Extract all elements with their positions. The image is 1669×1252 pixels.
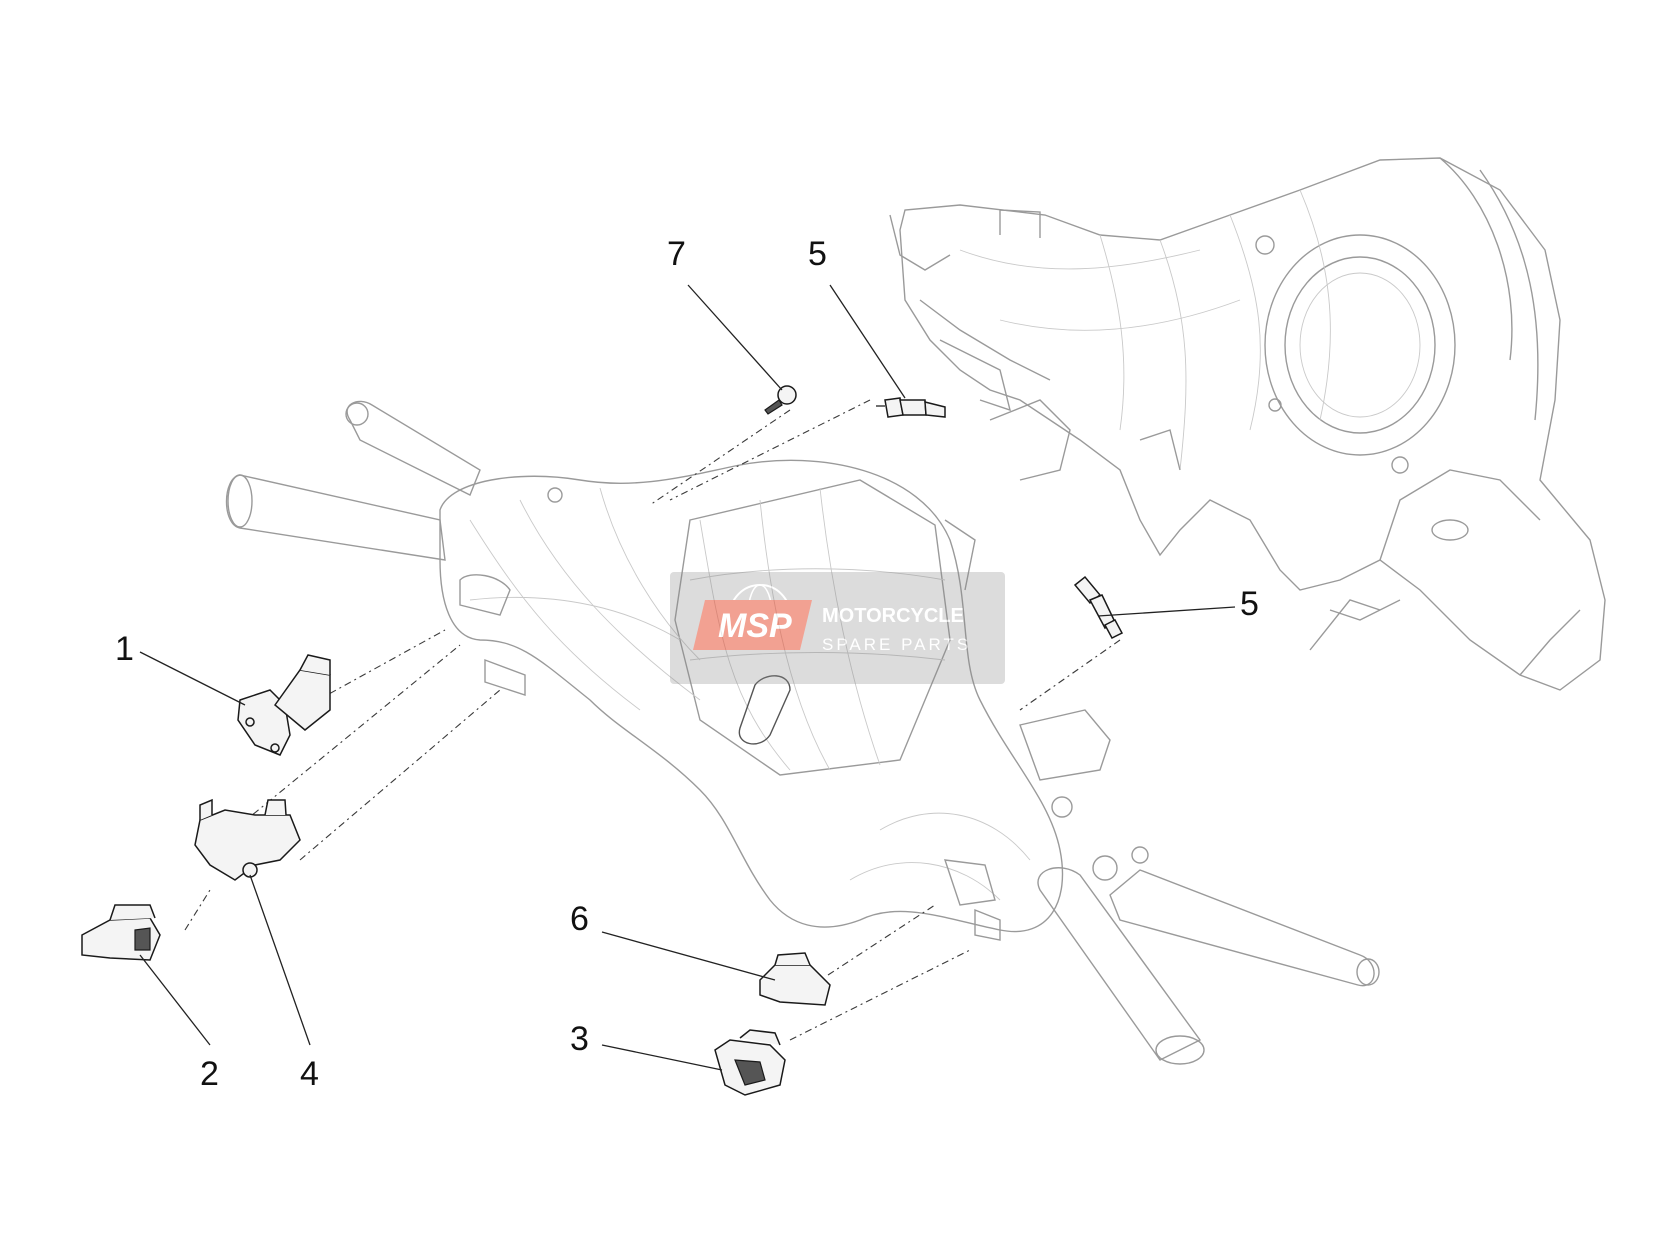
callout-labels: 1 2 3 4 5 5 6 7 xyxy=(115,235,1259,1093)
part-1-switch xyxy=(237,654,331,756)
callout-1: 1 xyxy=(115,630,134,668)
part-4-switch-housing xyxy=(194,798,301,881)
part-5-bulb-upper xyxy=(876,397,946,418)
callout-6: 6 xyxy=(570,900,589,938)
part-5-bulb-lower xyxy=(1073,575,1124,639)
part-2-horn-button xyxy=(81,904,161,961)
rear-handlebar-cover xyxy=(889,157,1606,691)
callout-3: 3 xyxy=(570,1020,589,1058)
watermark-line1: MOTORCYCLE xyxy=(822,605,964,627)
callout-5-lower: 5 xyxy=(1240,585,1259,623)
part-6-cap xyxy=(759,952,831,1006)
callout-2: 2 xyxy=(200,1055,219,1093)
part-7-screw xyxy=(764,385,797,415)
msp-logo-badge xyxy=(693,600,812,650)
watermark: MSP MOTORCYCLE SPARE PARTS xyxy=(670,572,1005,684)
callout-7: 7 xyxy=(667,235,686,273)
assembly-lines xyxy=(184,399,1121,1041)
callout-4: 4 xyxy=(300,1055,319,1093)
msp-logo-text: MSP xyxy=(718,607,792,645)
callout-5-upper: 5 xyxy=(808,235,827,273)
handlebar-assembly xyxy=(225,400,1380,1065)
part-3-button xyxy=(714,1029,786,1096)
watermark-line2: SPARE PARTS xyxy=(822,635,971,654)
leader-lines xyxy=(139,284,1236,1071)
